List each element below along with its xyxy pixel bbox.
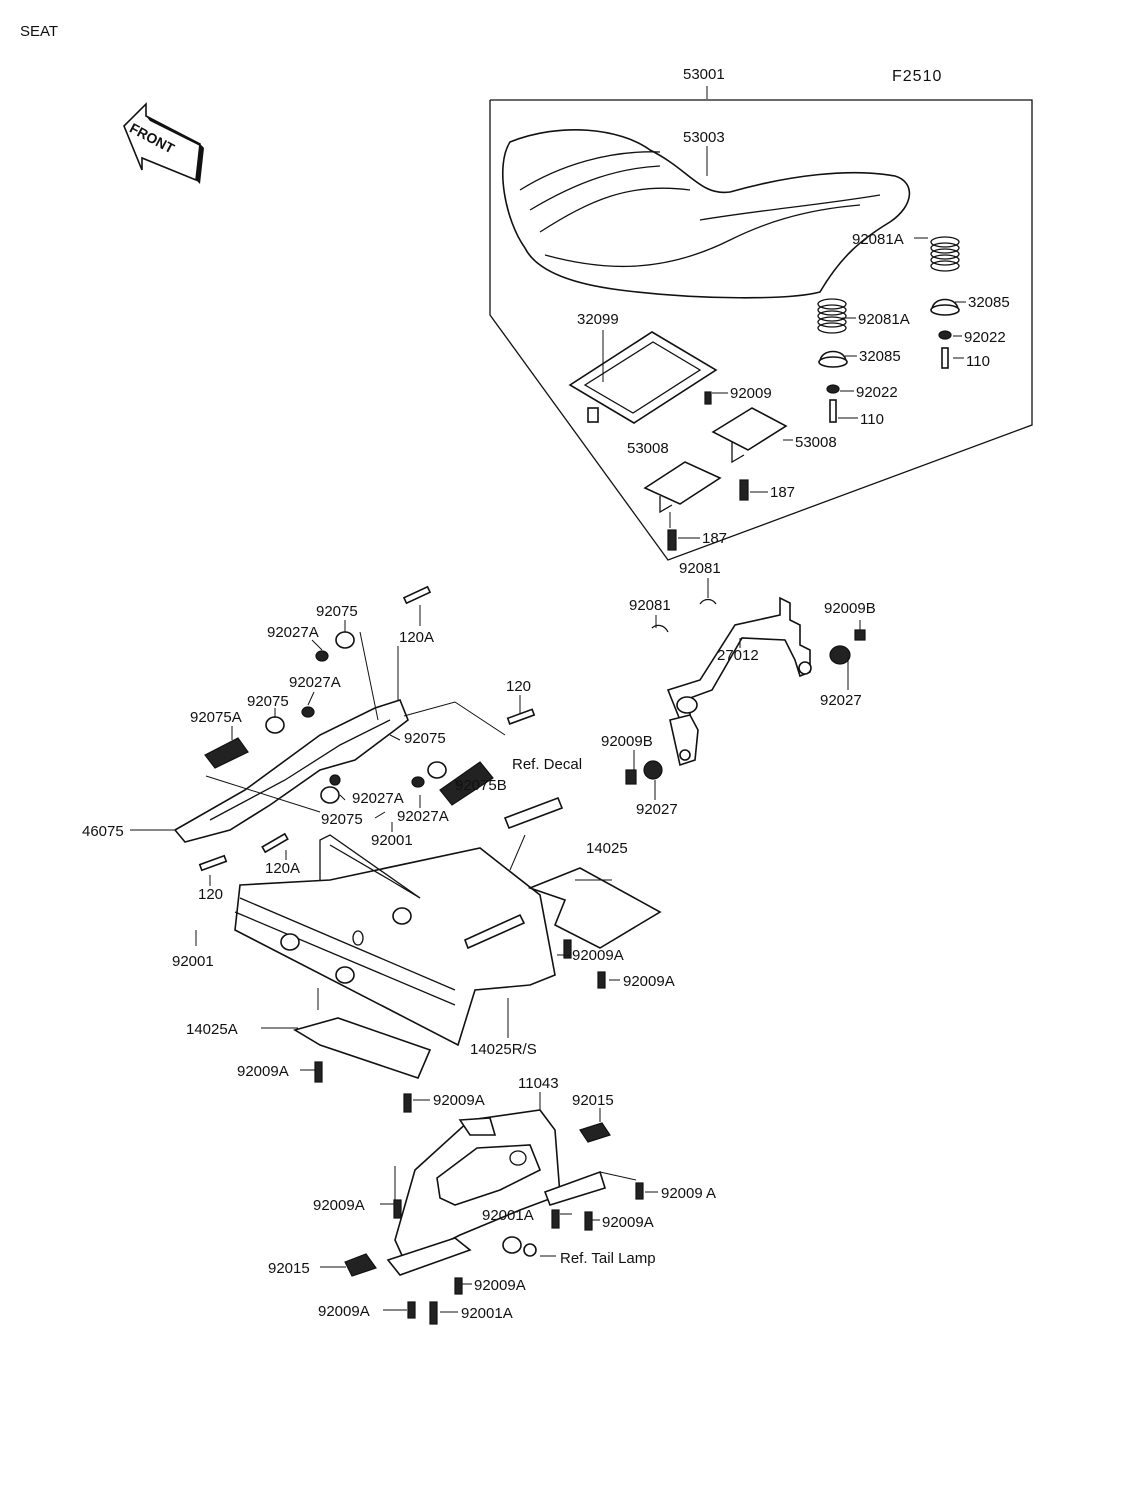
label-14025A: 14025A — [186, 1021, 238, 1038]
label-110-lower: 110 — [860, 411, 884, 428]
tail-cover — [234, 796, 564, 1047]
damper-springs — [817, 236, 960, 423]
label-92075-top: 92075 — [316, 603, 358, 620]
label-187-lower: 187 — [702, 530, 727, 547]
label-92001A-upper: 92001A — [482, 1207, 534, 1224]
label-92015-right: 92015 — [572, 1092, 614, 1109]
label-53001: 53001 — [683, 66, 725, 83]
label-92081A-upper: 92081A — [852, 231, 904, 248]
seat-tray — [568, 330, 718, 424]
label-187-upper: 187 — [770, 484, 795, 501]
label-92027-right: 92027 — [820, 692, 862, 709]
label-92075-center: 92075 — [404, 730, 446, 747]
label-92001A-lower: 92001A — [461, 1305, 513, 1322]
label-92027A-mid: 92027A — [289, 674, 341, 691]
label-92022-upper: 92022 — [964, 329, 1006, 346]
label-92027A-top: 92027A — [267, 624, 319, 641]
label-92009: 92009 — [730, 385, 772, 402]
label-92001-center: 92001 — [371, 832, 413, 849]
label-92027A-lower-right: 92027A — [397, 808, 449, 825]
label-92009A-bottom-right: 92009A — [474, 1277, 526, 1294]
label-46075: 46075 — [82, 823, 124, 840]
label-92027A-lower: 92027A — [352, 790, 404, 807]
label-92015-left: 92015 — [268, 1260, 310, 1277]
label-92009A-bracket-left: 92009A — [313, 1197, 365, 1214]
label-ref-tail-lamp: Ref. Tail Lamp — [560, 1250, 656, 1267]
label-92075B: 92075B — [455, 777, 507, 794]
seat-brackets — [643, 407, 793, 551]
figure-code: F2510 — [892, 68, 942, 85]
part-labels: 53001 53003 92081A 32085 92022 110 32099… — [82, 66, 1010, 1322]
label-14025RS: 14025R/S — [470, 1041, 537, 1058]
label-92075-mid: 92075 — [247, 693, 289, 710]
label-32099: 32099 — [577, 311, 619, 328]
label-92027-left: 92027 — [636, 801, 678, 818]
label-92081-upper: 92081 — [679, 560, 721, 577]
label-120-left: 120 — [198, 886, 223, 903]
label-120A-lower: 120A — [265, 860, 300, 877]
label-92081A-lower: 92081A — [858, 311, 910, 328]
label-92009A-plate-upper: 92009A — [572, 947, 624, 964]
label-92009A-bottom-left: 92009A — [318, 1303, 370, 1320]
label-53003: 53003 — [683, 129, 725, 146]
hinge-bracket — [625, 596, 866, 785]
label-92009A-bracket-mid: 92009A — [602, 1214, 654, 1231]
label-120A-top: 120A — [399, 629, 434, 646]
label-120-right: 120 — [506, 678, 531, 695]
label-92022-lower: 92022 — [856, 384, 898, 401]
label-92081-lower: 92081 — [629, 597, 671, 614]
label-92009A-bracket-right: 92009 A — [661, 1185, 716, 1202]
label-92009A-left: 92009A — [237, 1063, 289, 1080]
label-32085-upper: 32085 — [968, 294, 1010, 311]
label-92009B-right: 92009B — [824, 600, 876, 617]
label-53008-left: 53008 — [627, 440, 669, 457]
front-arrow-icon: FRONT — [123, 102, 204, 184]
label-92009B-left: 92009B — [601, 733, 653, 750]
grab-rail — [173, 585, 536, 872]
leader-lines — [130, 237, 966, 1313]
label-11043: 11043 — [518, 1075, 559, 1092]
label-110-upper: 110 — [966, 353, 990, 370]
plate-14025 — [527, 867, 662, 989]
label-27012: 27012 — [717, 647, 759, 664]
rear-bracket — [344, 1093, 644, 1325]
label-92075A: 92075A — [190, 709, 242, 726]
label-92009A-plate-lower: 92009A — [623, 973, 675, 990]
seat-cushion — [502, 129, 911, 299]
label-92001-left: 92001 — [172, 953, 214, 970]
label-ref-decal: Ref. Decal — [512, 756, 582, 773]
label-92075-lower: 92075 — [321, 811, 363, 828]
label-92009A-center: 92009A — [433, 1092, 485, 1109]
label-32085-lower: 32085 — [859, 348, 901, 365]
diagram-title: SEAT — [20, 23, 58, 40]
label-14025: 14025 — [586, 840, 628, 857]
seat-assembly-box — [489, 86, 1033, 561]
label-53008-right: 53008 — [795, 434, 837, 451]
plate-14025A — [292, 988, 432, 1083]
